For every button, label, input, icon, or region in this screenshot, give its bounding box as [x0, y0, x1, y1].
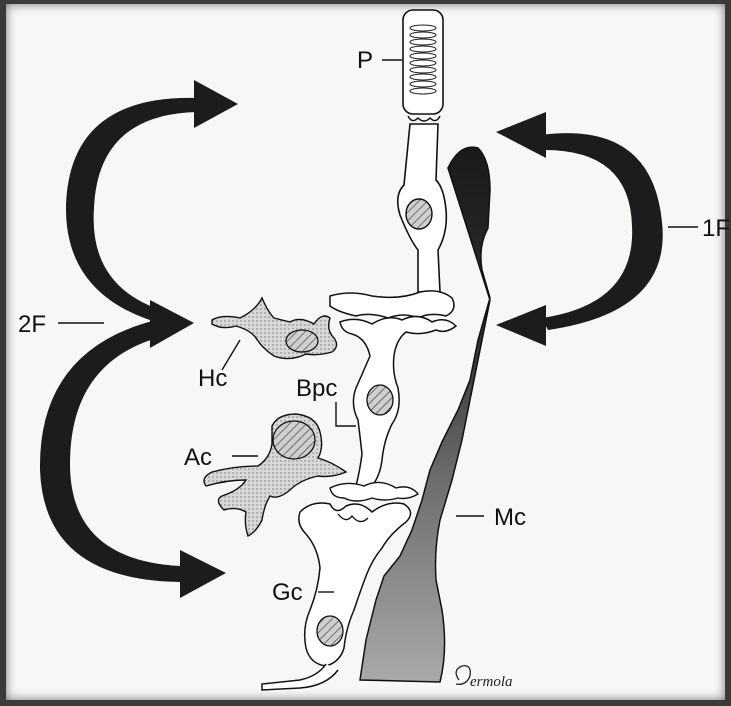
label-p: P — [357, 47, 373, 74]
label-muller-cell: Mc — [494, 504, 526, 531]
first-feedback-arrow — [496, 112, 663, 346]
label-second-feedback: 2F — [18, 311, 46, 338]
label-horizontal-cell: Hc — [198, 365, 227, 392]
label-ganglion-cell: Gc — [272, 579, 303, 606]
ganglion-axon — [262, 664, 338, 690]
signature-text: ermola — [470, 674, 513, 690]
label-amacrine-cell: Ac — [184, 444, 212, 471]
inner-plexiform-terminal — [330, 482, 418, 501]
artist-signature: ermola — [456, 666, 513, 690]
horizontal-cell-shape — [212, 298, 337, 359]
photoreceptor-cell — [398, 10, 447, 292]
label-bipolar-cell: Bpc — [296, 375, 337, 402]
second-feedback-arrow — [40, 80, 238, 598]
photoreceptor-terminal — [330, 291, 454, 318]
label-first-feedback: 1F — [702, 215, 730, 242]
